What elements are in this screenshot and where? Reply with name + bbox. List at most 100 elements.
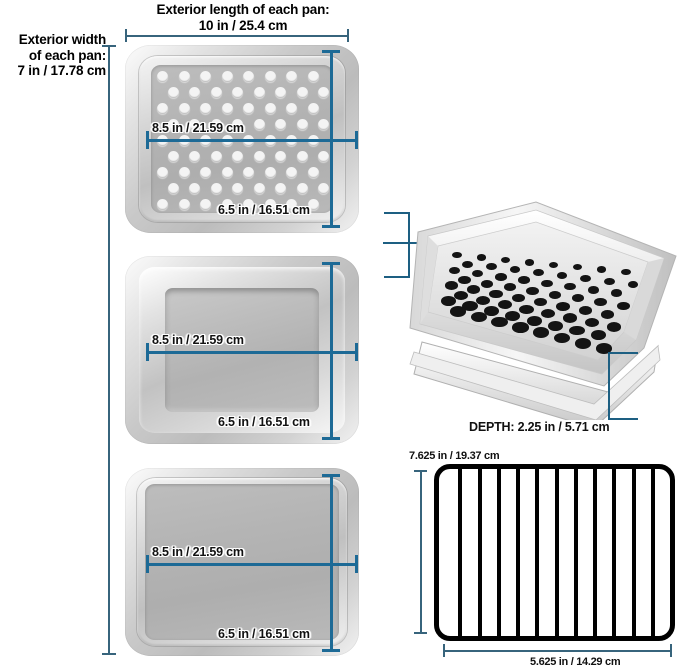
- rack-height-rule: [420, 470, 422, 634]
- perforation-hole: [594, 297, 607, 307]
- perforation-hole: [210, 183, 222, 194]
- perforation-hole: [157, 103, 168, 114]
- pan-sheet-floor: [145, 484, 339, 640]
- pan-sheet-width-cap-top: [322, 474, 340, 477]
- rack-wire: [631, 468, 636, 637]
- perforation-hole: [167, 87, 179, 98]
- pan-crisper-length-cap-right: [355, 131, 358, 149]
- depth-bracket: [608, 352, 638, 420]
- perforation-hole: [524, 259, 535, 266]
- perforation-hole: [548, 261, 559, 268]
- perforation-hole: [627, 280, 639, 288]
- perforation-hole: [275, 183, 287, 194]
- perforation-hole: [210, 151, 222, 162]
- rack-wire: [458, 468, 463, 637]
- perforation-hole: [580, 274, 592, 282]
- perforation-hole: [307, 167, 319, 178]
- perforation-hole: [200, 167, 211, 178]
- detail-perspective-view: [408, 196, 679, 420]
- perforation-hole: [485, 263, 497, 271]
- perforation-hole: [449, 306, 466, 317]
- pan-deep-floor: [165, 288, 319, 412]
- perforation-hole: [491, 316, 508, 328]
- perforation-hole: [489, 289, 503, 299]
- perforation-hole: [264, 167, 276, 178]
- perforation-hole: [286, 71, 297, 82]
- perforation-hole: [512, 322, 529, 333]
- perforation-hole: [494, 273, 507, 281]
- perforation-hole: [189, 87, 201, 98]
- pan-deep-length-cap-left: [146, 343, 149, 361]
- perforation-hole: [264, 71, 276, 82]
- pan-deep: [125, 256, 359, 444]
- detail-connector-bracket: [384, 212, 410, 278]
- wire-rack-bars: [439, 468, 670, 637]
- pan-sheet-length-rule: [146, 563, 358, 566]
- rack-wire: [516, 468, 520, 637]
- perforation-hole: [253, 183, 265, 194]
- perforation-hole: [307, 199, 319, 210]
- perforation-hole: [556, 272, 568, 280]
- rack-wire: [573, 468, 578, 637]
- perforation-hole: [253, 119, 265, 130]
- rack-wire: [593, 468, 597, 637]
- pan-deep-length-cap-right: [355, 343, 358, 361]
- rack-width-cap-right: [670, 644, 672, 657]
- perforation-hole: [526, 315, 542, 326]
- perforation-hole: [476, 254, 487, 261]
- perforation-hole: [275, 87, 287, 98]
- pan-sheet-length-text: 8.5 in / 21.59 cm: [152, 545, 244, 559]
- perforation-hole: [157, 199, 168, 210]
- perforation-hole: [318, 87, 330, 98]
- rack-wire: [477, 468, 482, 637]
- perforation-hole: [200, 103, 211, 114]
- perforation-hole: [470, 311, 487, 323]
- perforation-hole: [480, 279, 494, 288]
- perforation-hole: [620, 268, 631, 276]
- perforation-hole: [500, 256, 511, 264]
- perforation-hole: [533, 297, 548, 307]
- perforation-hole: [462, 301, 478, 312]
- perforation-hole: [548, 290, 562, 299]
- perforation-hole: [296, 151, 308, 162]
- perforation-hole: [296, 183, 308, 194]
- pan-crisper-width-cap-bottom: [322, 225, 340, 228]
- perforation-hole: [167, 183, 179, 194]
- perforation-hole: [210, 87, 222, 98]
- perforation-hole: [286, 167, 297, 178]
- pan-crisper-width-cap-top: [322, 50, 340, 53]
- rack-height-cap-bottom: [414, 632, 427, 634]
- perforation-hole: [548, 320, 564, 331]
- perforation-hole: [533, 269, 544, 277]
- perforation-hole: [286, 103, 297, 114]
- exterior-length-cap-left: [125, 29, 127, 42]
- perforation-hole: [264, 199, 276, 210]
- exterior-width-cap-bottom: [102, 653, 116, 655]
- perforation-hole: [572, 264, 583, 271]
- perforation-hole: [533, 327, 550, 338]
- rack-wire: [554, 468, 559, 637]
- exterior-width-rule: [108, 45, 110, 655]
- perforation-hole: [232, 151, 244, 162]
- perforation-hole: [275, 119, 287, 130]
- rack-width-label: 5.625 in / 14.29 cm: [530, 656, 621, 668]
- perforation-hole: [221, 103, 233, 114]
- perforation-hole: [526, 286, 539, 295]
- perforation-hole: [275, 151, 287, 162]
- perforation-hole: [578, 305, 592, 315]
- pan-crisper-perforations: [151, 65, 333, 213]
- pan-sheet-length-cap-left: [146, 555, 149, 573]
- perforation-hole: [590, 330, 606, 341]
- perforation-hole: [584, 317, 600, 328]
- depth-label: DEPTH: 2.25 in / 5.71 cm: [469, 420, 610, 434]
- perforation-hole: [497, 300, 512, 310]
- perforation-hole: [575, 338, 592, 349]
- perforation-hole: [603, 277, 615, 285]
- detail-pan-illustration: [409, 201, 677, 420]
- perforation-hole: [596, 266, 607, 273]
- rack-wire: [535, 468, 540, 637]
- perforation-hole: [157, 71, 168, 82]
- perforation-hole: [296, 119, 308, 130]
- perforation-hole: [503, 283, 517, 292]
- perforation-hole: [264, 103, 276, 114]
